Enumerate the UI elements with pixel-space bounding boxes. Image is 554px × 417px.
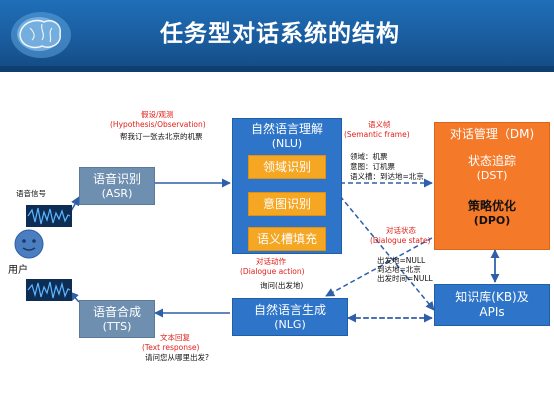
speech-signal-label: 语音信号 — [16, 189, 46, 198]
nlg-title: 自然语言生成 — [253, 302, 326, 317]
arrow-dm-to-nlg — [325, 237, 433, 297]
arrow-nlu-to-kb — [339, 195, 435, 311]
title-banner: 任务型对话系统的结构 — [0, 0, 554, 72]
hypothesis-example: 帮我订一张去北京的机票 — [120, 132, 203, 141]
nlu-sub-domain: 领域识别 — [248, 155, 326, 179]
semantic-frame-cn-label: 语义帧 — [368, 120, 391, 129]
text-response-cn-label: 文本回复 — [160, 333, 190, 342]
dst-abbr: (DST) — [476, 169, 508, 182]
dialogue-state-en-label: (Dialogue state) — [370, 236, 431, 245]
tts-box: 语音合成 (TTS) — [79, 300, 155, 338]
user-face-icon — [14, 229, 44, 259]
frame-domain: 领域：机票 — [350, 152, 388, 161]
hypothesis-en-label: (Hypothesis/Observation) — [110, 120, 206, 129]
banner-divider — [0, 66, 554, 72]
speech-wave-input-icon — [26, 205, 72, 227]
state-destination: 到达地=北京 — [377, 265, 421, 274]
asr-abbr: (ASR) — [101, 186, 133, 200]
state-origin: 出发地=NULL — [377, 256, 426, 265]
asr-title: 语音识别 — [92, 171, 141, 186]
state-departure-time: 出发时间=NULL — [377, 274, 433, 283]
nlg-abbr: (NLG) — [274, 317, 306, 331]
nlg-box: 自然语言生成 (NLG) — [232, 298, 348, 336]
nlu-abbr: (NLU) — [271, 137, 303, 150]
frame-intent: 意图：订机票 — [350, 162, 395, 171]
page-title: 任务型对话系统的结构 — [160, 21, 400, 47]
dst-title: 状态追踪 — [467, 154, 516, 168]
tts-title: 语音合成 — [92, 304, 141, 319]
kb-title: 知识库(KB)及 — [455, 290, 529, 304]
dm-title: 对话管理（DM) — [449, 127, 535, 141]
kb-box: 知识库(KB)及 APIs — [434, 284, 550, 326]
asr-box: 语音识别 (ASR) — [79, 167, 155, 205]
hypothesis-cn-label: 假设/观测 — [141, 110, 174, 119]
response-example: 请问您从哪里出发? — [145, 353, 209, 362]
nlu-title: 自然语言理解 — [250, 122, 323, 136]
dm-box: 对话管理（DM) 状态追踪 (DST) 策略优化 (DPO) — [434, 122, 550, 250]
dpo-abbr: (DPO) — [473, 214, 511, 227]
user-label: 用户 — [8, 265, 28, 276]
semantic-frame-en-label: (Semantic frame) — [344, 130, 410, 139]
dialogue-state-cn-label: 对话状态 — [386, 226, 416, 235]
brain-logo-icon — [11, 12, 71, 58]
frame-slot: 语义槽：到达地=北京 — [350, 172, 424, 181]
speech-wave-output-icon — [26, 279, 72, 301]
kb-abbr: APIs — [479, 305, 505, 319]
dpo-title: 策略优化 — [467, 199, 516, 213]
nlu-sub-intent: 意图识别 — [248, 192, 326, 216]
tts-abbr: (TTS) — [102, 319, 132, 333]
dialogue-action-cn-label: 对话动作 — [256, 257, 286, 266]
text-response-en-label: (Text response) — [142, 343, 200, 352]
nlu-sub-slot-filling: 语义槽填充 — [248, 227, 326, 251]
action-example: 询问(出发地) — [260, 281, 304, 290]
dialogue-action-en-label: (Dialogue action) — [240, 267, 305, 276]
